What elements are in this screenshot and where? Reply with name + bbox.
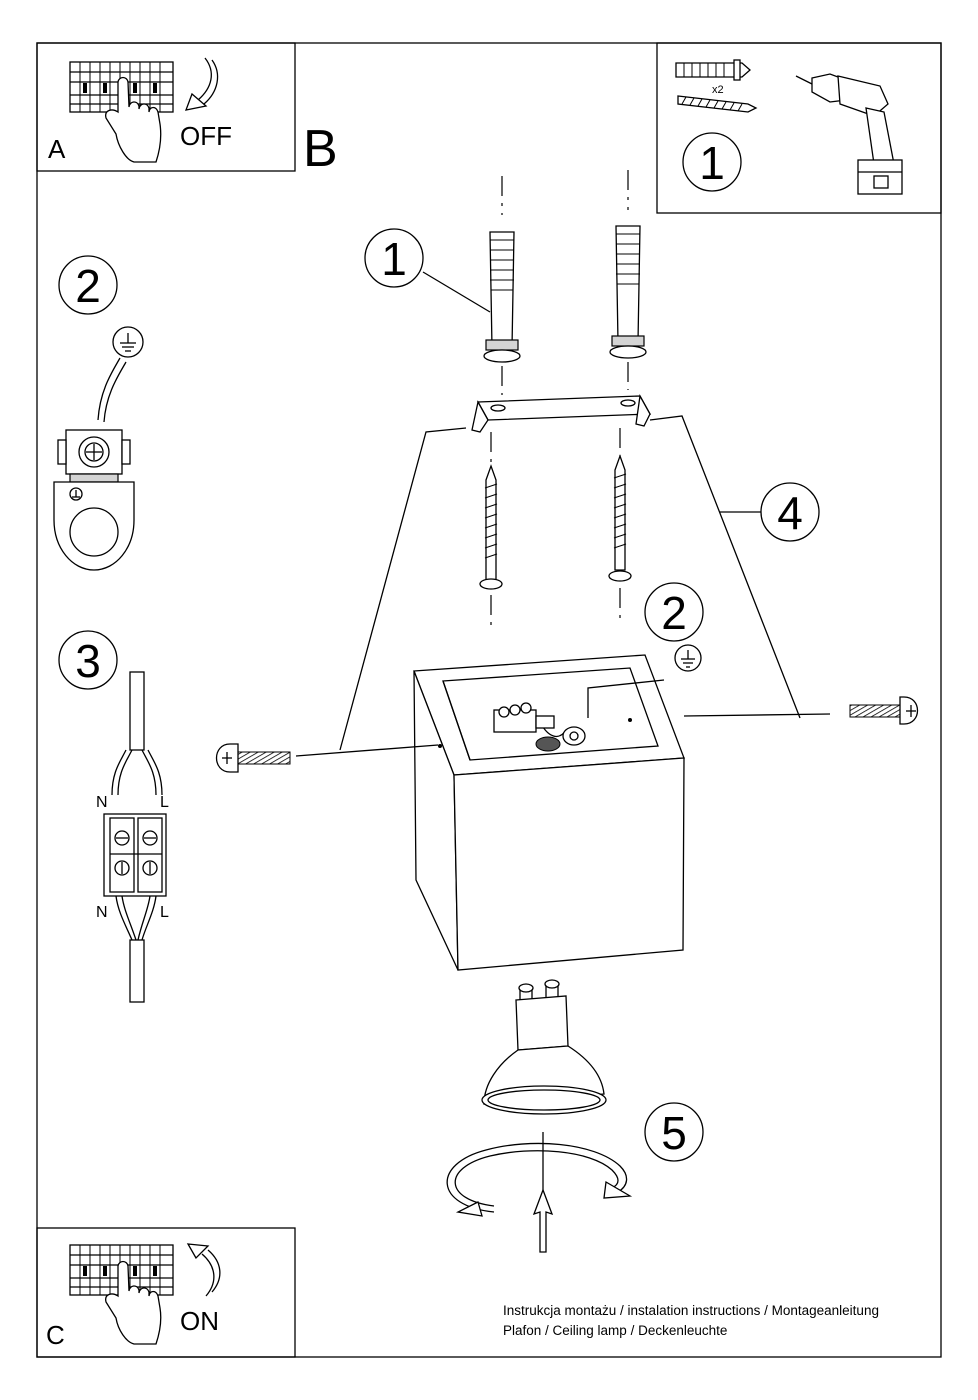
side-screw-right-icon — [849, 696, 919, 725]
body-step-number: 4 — [777, 487, 803, 539]
switch-down-arrow-icon — [184, 57, 219, 111]
ground-step-number: 2 — [75, 260, 101, 312]
dowel-step-number: 1 — [381, 233, 407, 285]
screw-icon — [677, 95, 758, 113]
insert-up-arrow-icon — [532, 1188, 554, 1253]
ceiling-screw-right-icon — [608, 454, 632, 582]
side-screw-left-icon — [215, 743, 291, 773]
assembly-diagram: 1 — [215, 170, 919, 1253]
ground-inside-step-number: 2 — [661, 587, 687, 639]
outer-frame — [36, 42, 942, 1358]
neutral-label-top: N — [96, 794, 108, 811]
gu10-bulb-icon — [481, 979, 607, 1115]
bulb-step-number: 5 — [661, 1107, 687, 1159]
wiring-step-number: 3 — [75, 635, 101, 687]
switch-up-arrow-icon — [186, 1243, 221, 1297]
panel-a-letter: A — [48, 134, 66, 164]
off-label: OFF — [180, 121, 232, 151]
drill-icon — [795, 73, 903, 195]
tools-step-number: 1 — [699, 137, 725, 189]
internal-connector-icon — [493, 679, 665, 752]
panel-b-letter: B — [303, 120, 338, 178]
quantity-label: x2 — [712, 84, 724, 96]
ground-symbol-icon — [112, 326, 144, 358]
wall-dowel-left-icon — [483, 231, 521, 363]
hand-on-icon — [105, 1260, 162, 1345]
lamp-body-icon — [413, 654, 685, 971]
footer-line-2: Plafon / Ceiling lamp / Deckenleuchte — [503, 1323, 727, 1338]
tools-panel: x2 1 — [656, 42, 942, 214]
ground-symbol-inside-icon — [674, 644, 702, 672]
panel-a-power-off: A OFF — [36, 42, 296, 172]
rotate-arrow-icon — [446, 1142, 633, 1217]
on-label: ON — [180, 1306, 219, 1336]
live-label-bottom: L — [160, 904, 169, 921]
footer-line-1: Instrukcja montażu / instalation instruc… — [503, 1303, 879, 1318]
neutral-label-bottom: N — [96, 904, 108, 921]
live-label-top: L — [160, 794, 169, 811]
wall-plug-icon — [675, 59, 751, 81]
terminal-block-icon — [103, 813, 167, 897]
mounting-bracket-icon — [471, 393, 652, 433]
hand-icon — [105, 76, 162, 163]
wall-dowel-right-icon — [609, 225, 647, 359]
panel-c-power-on: C ON — [36, 1227, 296, 1358]
ground-clamp-icon — [53, 429, 135, 571]
lamp-cable-icon — [115, 895, 157, 1003]
ground-terminal-section: 2 — [53, 255, 144, 571]
ceiling-screw-left-icon — [479, 464, 503, 590]
wiring-section: 3 N L N L — [58, 630, 169, 1003]
panel-c-letter: C — [46, 1320, 65, 1350]
supply-cable-icon — [111, 671, 163, 796]
